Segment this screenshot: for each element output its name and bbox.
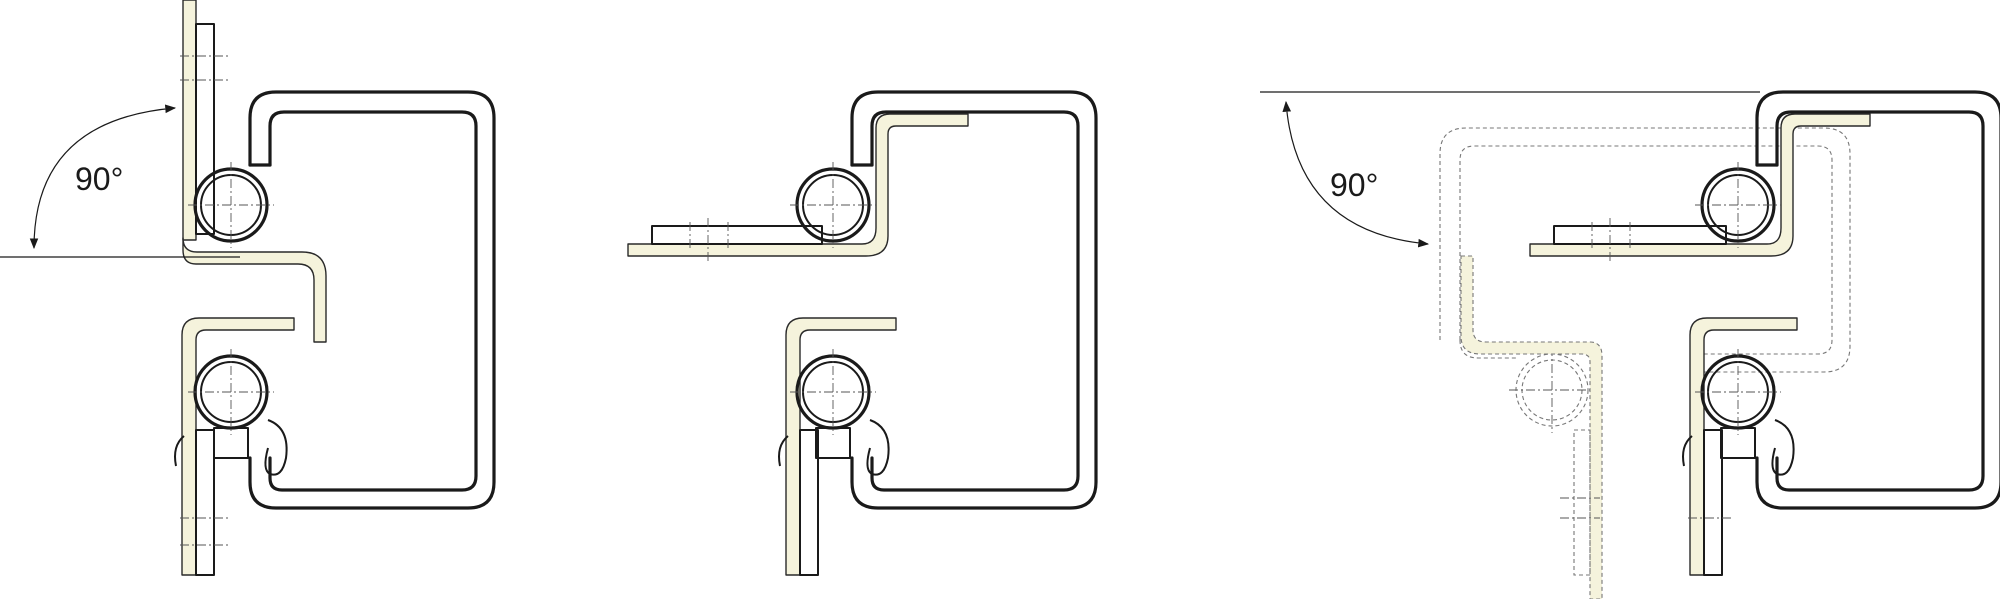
upper-leaf-plate [651,225,823,245]
frame-profile [248,90,496,510]
lower-leaf-strip [181,317,295,576]
frame-profile [850,90,1098,510]
lower-leaf-plate [195,429,215,576]
upper-leaf-strip [627,113,969,257]
angle-arc [29,104,177,250]
panel-2-door-open-180 [627,90,1098,576]
frame-profile-inner [268,110,478,492]
panel-3-door-open-90-with-ghost: 90° [1260,90,2000,599]
frame-profile [1755,90,2000,510]
panel-1-door-open-90: 90° [0,0,496,576]
ghost-leaf [1460,255,1603,599]
ghost-frame [1439,127,1851,373]
clip [264,419,288,476]
upper-leaf-strip [182,237,327,343]
angle-label: 90° [1330,167,1378,203]
upper-leaf-plate [195,23,215,235]
angle-label: 90° [75,161,123,197]
angle-arc [1282,100,1430,248]
lower-leaf-strip [785,317,897,576]
